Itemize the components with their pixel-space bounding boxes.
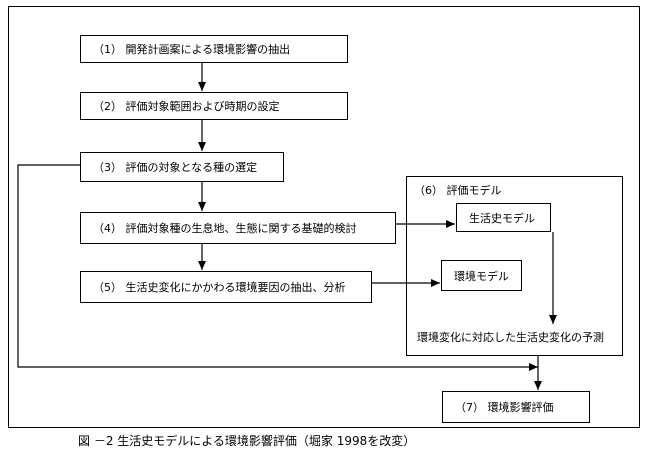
step-2-label: （2） 評価対象範囲および時期の設定 <box>93 100 280 113</box>
bypass-line-3-to-7 <box>17 164 538 371</box>
step-7-box: （7） 環境影響評価 <box>442 391 590 423</box>
evaluation-model-title: （6） 評価モデル <box>414 184 502 197</box>
environment-model-box: 環境モデル <box>441 260 522 291</box>
life-history-model-box: 生活史モデル <box>456 203 551 232</box>
environment-model-label: 環境モデル <box>454 269 509 283</box>
step-5-label: （5） 生活史変化にかかわる環境要因の抽出、分析 <box>93 281 346 294</box>
step-5-box: （5） 生活史変化にかかわる環境要因の抽出、分析 <box>80 271 372 303</box>
step-1-label: （1） 開発計画案による環境影響の抽出 <box>93 43 291 56</box>
step-4-box: （4） 評価対象種の生息地、生態に関する基礎的検討 <box>80 212 396 244</box>
step-3-box: （3） 評価の対象となる種の選定 <box>80 152 284 182</box>
figure-caption: 図 －2 生活史モデルによる環境影響評価（堀家 1998を改変） <box>78 434 416 448</box>
prediction-label: 環境変化に対応した生活史変化の予測 <box>417 331 604 344</box>
evaluation-model-group <box>406 176 623 356</box>
step-3-label: （3） 評価の対象となる種の選定 <box>93 161 258 174</box>
step-1-box: （1） 開発計画案による環境影響の抽出 <box>80 35 348 63</box>
diagram-frame <box>8 6 640 428</box>
step-4-label: （4） 評価対象種の生息地、生態に関する基礎的検討 <box>93 222 357 235</box>
step-2-box: （2） 評価対象範囲および時期の設定 <box>80 92 348 120</box>
step-7-label: （7） 環境影響評価 <box>455 401 554 414</box>
life-history-model-label: 生活史モデル <box>469 211 535 225</box>
